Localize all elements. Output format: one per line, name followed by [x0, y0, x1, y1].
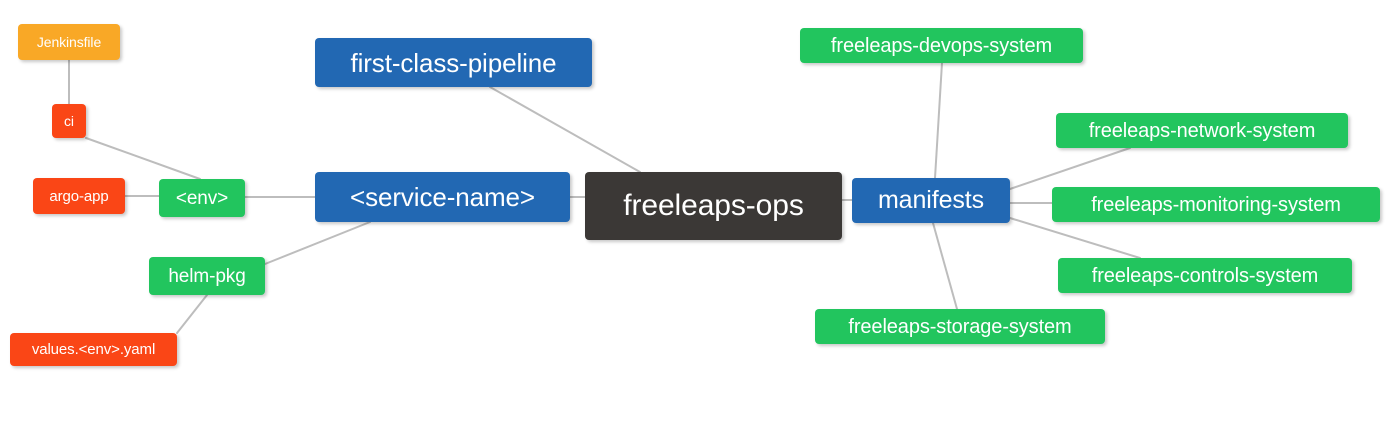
node-label-service-name: <service-name>: [349, 182, 536, 212]
node-label-argo-app: argo-app: [49, 187, 109, 205]
node-freeleaps-storage-system[interactable]: freeleaps-storage-system: [815, 309, 1105, 344]
node-label-first-class-pipeline: first-class-pipeline: [350, 47, 557, 78]
node-label-freeleaps-monitoring-system: freeleaps-monitoring-system: [1091, 193, 1341, 216]
node-helm-pkg[interactable]: helm-pkg: [149, 257, 265, 295]
node-freeleaps-monitoring-system[interactable]: freeleaps-monitoring-system: [1052, 187, 1380, 222]
edge-values-yaml-to-helm-pkg: [176, 294, 208, 334]
node-label-freeleaps-ops: freeleaps-ops: [623, 189, 804, 222]
node-label-env: <env>: [175, 187, 229, 209]
node-manifests[interactable]: manifests: [852, 178, 1010, 223]
edge-manifests-to-freeleaps-storage-system: [932, 222, 958, 310]
node-freeleaps-devops-system[interactable]: freeleaps-devops-system: [800, 28, 1083, 63]
edge-helm-pkg-to-service-name: [264, 221, 371, 265]
node-values-yaml[interactable]: values.<env>.yaml: [10, 333, 177, 366]
node-first-class-pipeline[interactable]: first-class-pipeline: [315, 38, 592, 87]
node-label-manifests: manifests: [877, 186, 985, 214]
node-label-values-yaml: values.<env>.yaml: [31, 341, 156, 358]
node-freeleaps-ops[interactable]: freeleaps-ops: [585, 172, 842, 240]
node-label-freeleaps-network-system: freeleaps-network-system: [1088, 119, 1316, 142]
node-label-freeleaps-storage-system: freeleaps-storage-system: [848, 315, 1072, 338]
node-freeleaps-controls-system[interactable]: freeleaps-controls-system: [1058, 258, 1352, 293]
node-ci[interactable]: ci: [52, 104, 86, 138]
node-freeleaps-network-system[interactable]: freeleaps-network-system: [1056, 113, 1348, 148]
node-env[interactable]: <env>: [159, 179, 245, 217]
edge-manifests-to-freeleaps-network-system: [1009, 147, 1131, 190]
node-label-helm-pkg: helm-pkg: [168, 265, 246, 287]
node-service-name[interactable]: <service-name>: [315, 172, 570, 222]
node-argo-app[interactable]: argo-app: [33, 178, 125, 214]
node-jenkinsfile[interactable]: Jenkinsfile: [18, 24, 120, 60]
node-label-freeleaps-devops-system: freeleaps-devops-system: [830, 34, 1053, 57]
edge-manifests-to-freeleaps-devops-system: [934, 62, 943, 179]
edge-manifests-to-freeleaps-controls-system: [1009, 217, 1141, 259]
edge-ci-to-env: [85, 137, 201, 180]
node-label-jenkinsfile: Jenkinsfile: [36, 34, 102, 50]
node-label-ci: ci: [64, 113, 74, 129]
edge-first-class-pipeline-to-freeleaps-ops: [489, 86, 641, 173]
node-label-freeleaps-controls-system: freeleaps-controls-system: [1091, 264, 1319, 287]
